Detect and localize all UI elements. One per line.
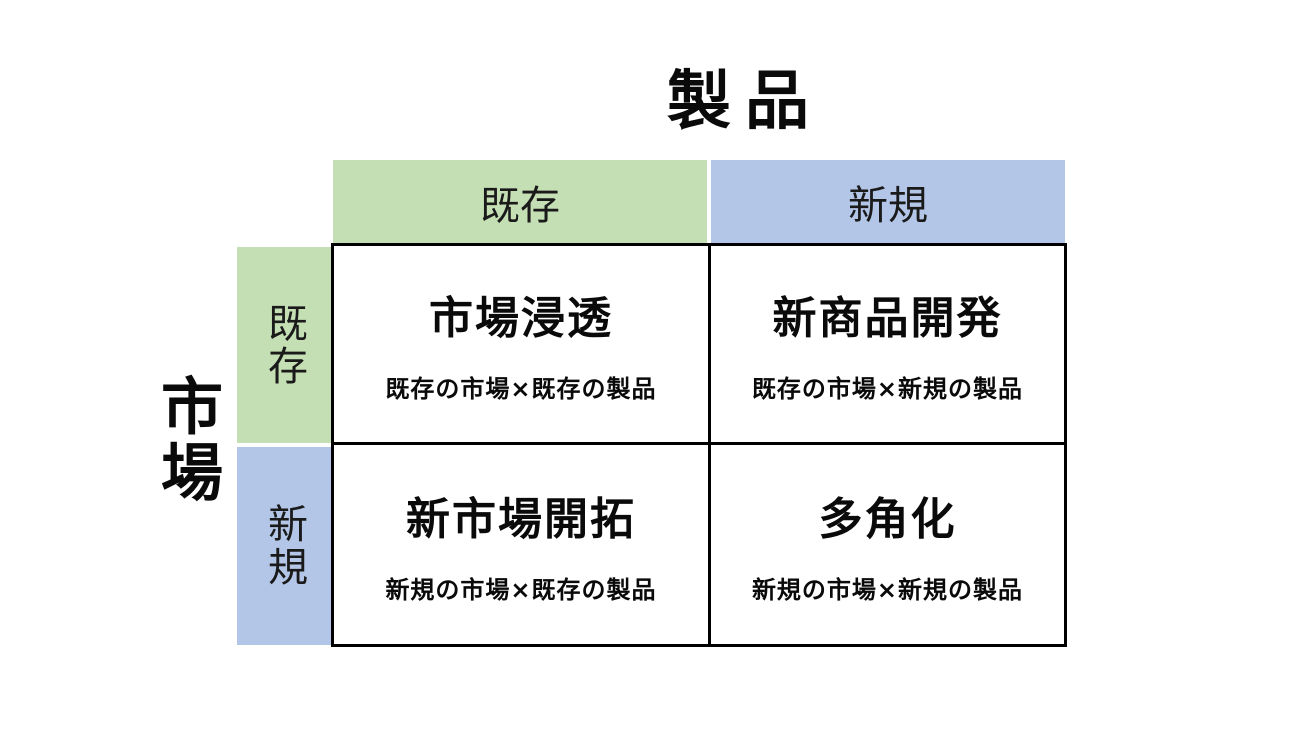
row-header-new-market: 新規 [237, 447, 331, 645]
column-header-new-product: 新規 [711, 160, 1065, 243]
column-header-existing-product: 既存 [333, 160, 707, 243]
matrix-grid: 市場浸透 既存の市場×既存の製品 新商品開発 既存の市場×新規の製品 新市場開拓… [331, 243, 1067, 647]
quadrant-title: 新市場開拓 [406, 493, 636, 545]
quadrant-new-market-development: 新市場開拓 新規の市場×既存の製品 [334, 445, 711, 644]
quadrant-new-product-development: 新商品開発 既存の市場×新規の製品 [711, 246, 1064, 445]
quadrant-title: 多角化 [818, 493, 957, 545]
quadrant-formula: 新規の市場×既存の製品 [385, 575, 657, 604]
quadrant-formula: 既存の市場×新規の製品 [751, 375, 1024, 403]
product-axis-label: 製品 [667, 65, 823, 139]
market-axis-label: 市場 [150, 374, 223, 506]
quadrant-title: 市場浸透 [429, 293, 613, 344]
quadrant-formula: 既存の市場×既存の製品 [385, 375, 657, 403]
quadrant-market-penetration: 市場浸透 既存の市場×既存の製品 [334, 246, 711, 445]
quadrant-diversification: 多角化 新規の市場×新規の製品 [711, 445, 1064, 644]
quadrant-formula: 新規の市場×新規の製品 [751, 575, 1024, 604]
quadrant-title: 新商品開発 [772, 293, 1003, 344]
row-header-existing-market: 既存 [237, 247, 331, 443]
